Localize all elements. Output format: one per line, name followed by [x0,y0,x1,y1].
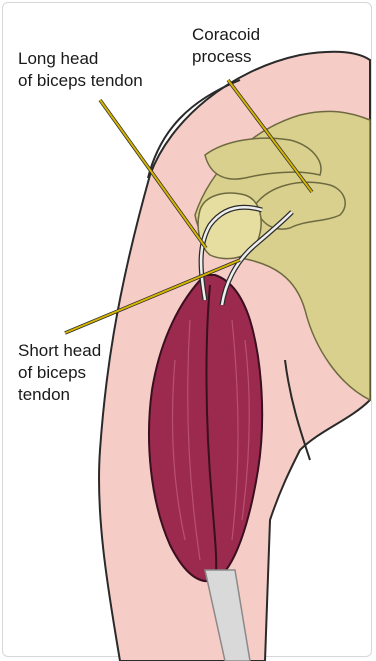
short-head-label-line-3: tendon [18,384,148,406]
coracoid-label-line-1: Coracoid [192,24,312,46]
long-head-label: Long head of biceps tendon [18,48,178,92]
short-head-label: Short head of biceps tendon [18,340,148,406]
short-head-label-line-1: Short head [18,340,148,362]
coracoid-label-line-2: process [192,46,312,68]
long-head-label-line-2: of biceps tendon [18,70,178,92]
coracoid-label: Coracoid process [192,24,312,68]
short-head-label-line-2: of biceps [18,362,148,384]
long-head-label-line-1: Long head [18,48,178,70]
